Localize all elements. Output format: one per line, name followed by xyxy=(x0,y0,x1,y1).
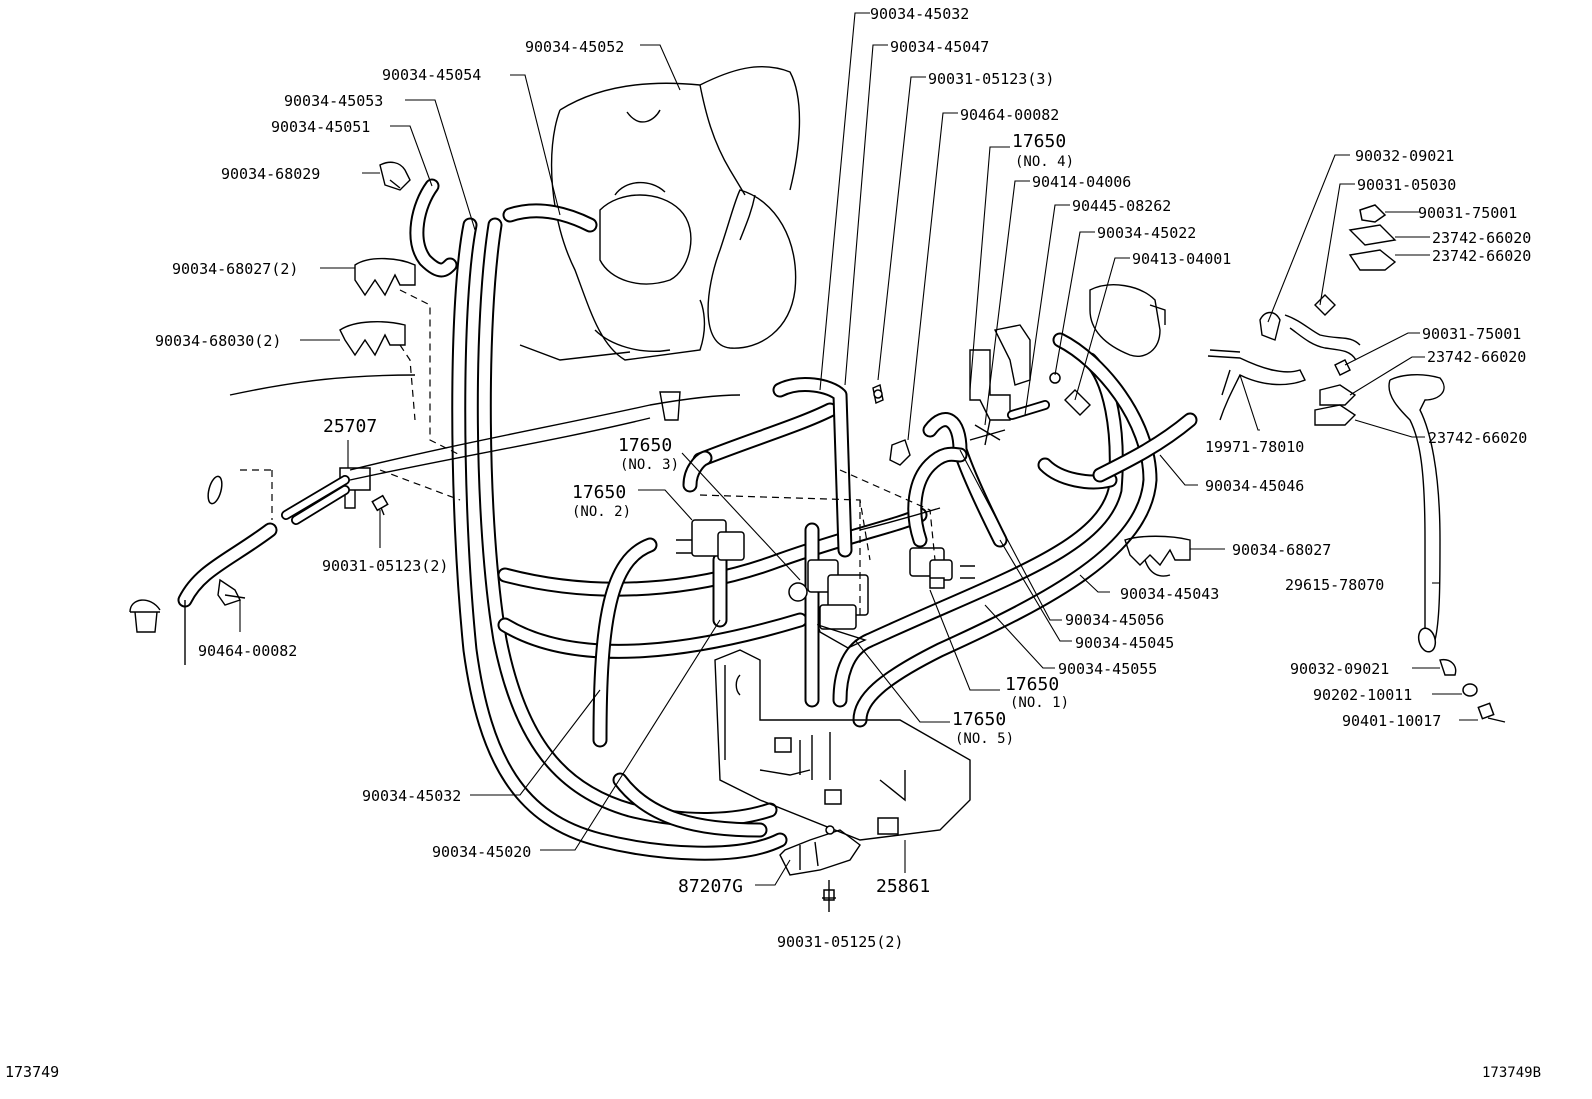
label-17650-no2: 17650 xyxy=(572,482,626,503)
label-90464-00082-bottom: 90464-00082 xyxy=(198,642,297,660)
right-stacked-clamps xyxy=(1314,204,1397,426)
label-no2: (NO. 2) xyxy=(572,504,631,520)
label-90034-45046: 90034-45046 xyxy=(1205,477,1304,495)
label-no5: (NO. 5) xyxy=(955,731,1014,747)
bracket-plate xyxy=(714,649,971,841)
label-90034-45051: 90034-45051 xyxy=(271,118,370,136)
junction-87207g xyxy=(779,825,861,876)
label-17650-no3: 17650 xyxy=(618,435,672,456)
label-25707: 25707 xyxy=(323,416,377,437)
label-90445-08262: 90445-08262 xyxy=(1072,197,1171,215)
label-no4: (NO. 4) xyxy=(1015,154,1074,170)
label-90031-05123-3: 90031-05123(3) xyxy=(928,70,1054,88)
label-90034-45032-bottom: 90034-45032 xyxy=(362,787,461,805)
engine-block xyxy=(519,65,801,361)
label-90034-45020: 90034-45020 xyxy=(432,843,531,861)
label-90414-04006: 90414-04006 xyxy=(1032,173,1131,191)
label-90034-45032-top: 90034-45032 xyxy=(870,5,969,23)
clip-68027-right xyxy=(1124,535,1191,577)
footer-code-right: 173749B xyxy=(1482,1065,1541,1081)
label-25861: 25861 xyxy=(876,876,930,897)
label-23742-66020-a: 23742-66020 xyxy=(1432,229,1531,247)
label-no3: (NO. 3) xyxy=(620,457,679,473)
label-90034-68029: 90034-68029 xyxy=(221,165,320,183)
label-no1: (NO. 1) xyxy=(1010,695,1069,711)
left-parts xyxy=(129,161,416,665)
label-90464-00082-top: 90464-00082 xyxy=(960,106,1059,124)
lower-right-parts xyxy=(1439,658,1506,723)
label-87207g: 87207G xyxy=(678,876,743,897)
vsv-no4 xyxy=(969,284,1166,446)
label-90031-75001-top: 90031-75001 xyxy=(1418,204,1517,222)
label-90401-10017: 90401-10017 xyxy=(1342,712,1441,730)
label-90034-45055: 90034-45055 xyxy=(1058,660,1157,678)
label-23742-66020-d: 23742-66020 xyxy=(1428,429,1527,447)
label-90034-45054: 90034-45054 xyxy=(382,66,481,84)
vsv-cluster xyxy=(676,519,975,649)
label-17650-no1: 17650 xyxy=(1005,674,1059,695)
label-19971-78010: 19971-78010 xyxy=(1205,438,1304,456)
label-90034-45047: 90034-45047 xyxy=(890,38,989,56)
label-90034-68027-right: 90034-68027 xyxy=(1232,541,1331,559)
label-29615-78070: 29615-78070 xyxy=(1285,576,1384,594)
exhaust-pipe xyxy=(1207,294,1445,653)
right-hoses xyxy=(592,332,1198,838)
label-23742-66020-c: 23742-66020 xyxy=(1427,348,1526,366)
leader-lines xyxy=(239,12,1478,886)
label-90032-09021-bottom: 90032-09021 xyxy=(1290,660,1389,678)
label-90031-75001-mid: 90031-75001 xyxy=(1422,325,1521,343)
label-90034-45056: 90034-45056 xyxy=(1065,611,1164,629)
label-23742-66020-b: 23742-66020 xyxy=(1432,247,1531,265)
label-90034-45052: 90034-45052 xyxy=(525,38,624,56)
small-clamps xyxy=(872,384,911,466)
label-90034-68030-2: 90034-68030(2) xyxy=(155,332,281,350)
label-90202-10011: 90202-10011 xyxy=(1313,686,1412,704)
label-90034-68027-2: 90034-68027(2) xyxy=(172,260,298,278)
label-90034-45043: 90034-45043 xyxy=(1120,585,1219,603)
label-90034-45053: 90034-45053 xyxy=(284,92,383,110)
label-90031-05030: 90031-05030 xyxy=(1357,176,1456,194)
label-90034-45045: 90034-45045 xyxy=(1075,634,1174,652)
label-17650-no4: 17650 xyxy=(1012,131,1066,152)
wiring xyxy=(229,374,941,531)
label-90034-45022: 90034-45022 xyxy=(1097,224,1196,242)
label-17650-no5: 17650 xyxy=(952,709,1006,730)
bolt-05125 xyxy=(822,880,836,912)
label-90032-09021-top: 90032-09021 xyxy=(1355,147,1454,165)
label-90031-05125-2: 90031-05125(2) xyxy=(777,933,903,951)
label-90413-04001: 90413-04001 xyxy=(1132,250,1231,268)
label-90031-05123-2: 90031-05123(2) xyxy=(322,557,448,575)
cross-hoses xyxy=(497,377,928,708)
callout-labels: 90034-45032 90034-45047 90031-05123(3) 9… xyxy=(5,5,1541,1081)
footer-code-left: 173749 xyxy=(5,1063,59,1081)
